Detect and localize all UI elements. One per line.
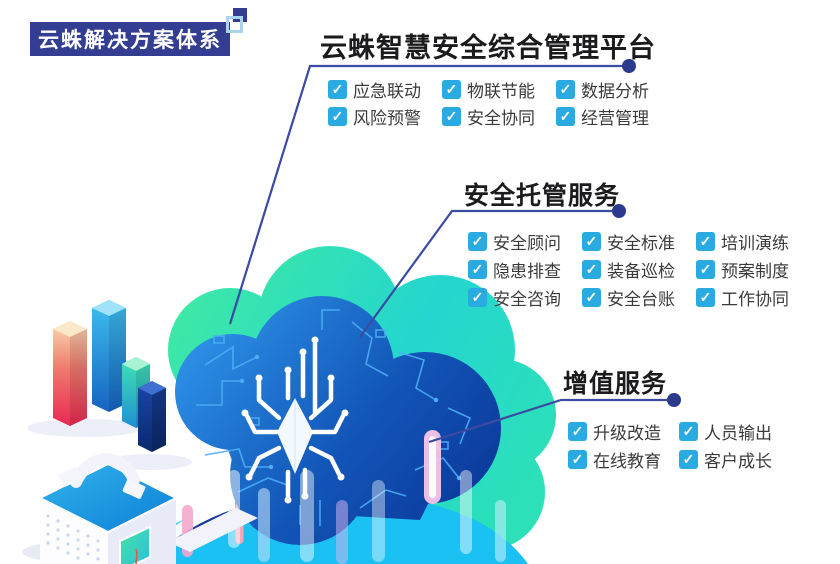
service-item: 装备巡检 (582, 259, 696, 281)
checkbox-checked-icon (556, 106, 575, 126)
checkbox-checked-icon (582, 231, 601, 251)
service-item-label: 安全台账 (607, 289, 675, 309)
service-item-label: 预案制度 (721, 261, 789, 281)
service-item-label: 隐患排查 (493, 261, 561, 281)
service-item-label: 经营管理 (581, 108, 649, 128)
service-item-label: 安全标准 (607, 233, 675, 253)
service-item: 隐患排查 (468, 259, 582, 281)
checkbox-checked-icon (468, 259, 487, 279)
section-title-value-added: 增值服务 (563, 370, 668, 398)
service-item: 培训演练 (696, 231, 810, 253)
service-item-label: 应急联动 (353, 81, 421, 101)
checkbox-checked-icon (582, 259, 601, 279)
service-item: 安全台账 (582, 287, 696, 309)
service-item: 物联节能 (442, 79, 556, 101)
checkbox-checked-icon (679, 421, 698, 441)
service-item: 人员输出 (679, 421, 790, 443)
checkbox-checked-icon (679, 449, 698, 469)
service-item: 客户成长 (679, 449, 790, 471)
checkbox-checked-icon (328, 79, 347, 99)
circuit-dots (239, 354, 462, 481)
service-item: 安全协同 (442, 106, 556, 128)
service-item: 经营管理 (556, 106, 670, 128)
bar-blue (92, 300, 126, 412)
checkbox-checked-icon (568, 449, 587, 469)
window-dots (46, 514, 100, 561)
service-item-label: 风险预警 (353, 108, 421, 128)
cloud-icon (175, 296, 501, 545)
connector-platform (228, 64, 630, 325)
service-item: 预案制度 (696, 259, 810, 281)
header-badge: 云蛛解决方案体系 (30, 22, 230, 56)
checkbox-checked-icon (468, 231, 487, 251)
checkbox-checked-icon (696, 259, 715, 279)
connector-hosting (359, 209, 620, 338)
service-list-value-added: 升级改造 人员输出 在线教育 客户成长 (568, 421, 790, 471)
circuit-spider-icon (241, 336, 349, 504)
service-item-label: 客户成长 (704, 451, 772, 471)
connector-lines (228, 64, 675, 444)
service-item-label: 安全咨询 (493, 289, 561, 309)
connector-dots (612, 59, 681, 407)
service-item-label: 升级改造 (593, 423, 661, 443)
checkbox-checked-icon (582, 287, 601, 307)
connector-value (428, 398, 675, 444)
service-item-label: 工作协同 (721, 289, 789, 309)
service-list-platform: 应急联动 物联节能 数据分析 风险预警 安全协同 经营管理 (328, 79, 670, 128)
service-item: 安全咨询 (468, 287, 582, 309)
service-item: 安全顾问 (468, 231, 582, 253)
checkbox-checked-icon (696, 287, 715, 307)
bar-navy (138, 381, 166, 452)
service-item: 升级改造 (568, 421, 679, 443)
section-title-hosting: 安全托管服务 (464, 182, 621, 210)
badge-square-outline-icon (226, 16, 243, 33)
checkbox-checked-icon (468, 287, 487, 307)
checkbox-checked-icon (442, 106, 461, 126)
service-item-label: 安全协同 (467, 108, 535, 128)
service-item: 数据分析 (556, 79, 670, 101)
service-item: 工作协同 (696, 287, 810, 309)
checkbox-checked-icon (328, 106, 347, 126)
service-item-label: 物联节能 (467, 81, 535, 101)
service-item: 风险预警 (328, 106, 442, 128)
circuit-traces (196, 309, 472, 526)
checkbox-checked-icon (696, 231, 715, 251)
checkbox-checked-icon (556, 79, 575, 99)
checkbox-checked-icon (568, 421, 587, 441)
service-list-hosting: 安全顾问 安全标准 培训演练 隐患排查 装备巡检 预案制度 安全咨询 (468, 231, 810, 309)
smart-building-icon (37, 453, 258, 564)
bar-chart-icon (53, 300, 166, 452)
service-item-label: 装备巡检 (607, 261, 675, 281)
service-item-label: 培训演练 (721, 233, 789, 253)
header-badge-label: 云蛛解决方案体系 (38, 29, 222, 52)
service-item: 安全标准 (582, 231, 696, 253)
checkbox-checked-icon (442, 79, 461, 99)
service-item-label: 数据分析 (581, 81, 649, 101)
service-item-label: 在线教育 (593, 451, 661, 471)
service-item-label: 人员输出 (704, 423, 772, 443)
service-item-label: 安全顾问 (493, 233, 561, 253)
service-item: 应急联动 (328, 79, 442, 101)
section-title-platform: 云蛛智慧安全综合管理平台 (320, 33, 656, 63)
bar-red (53, 321, 87, 426)
service-item: 在线教育 (568, 449, 679, 471)
